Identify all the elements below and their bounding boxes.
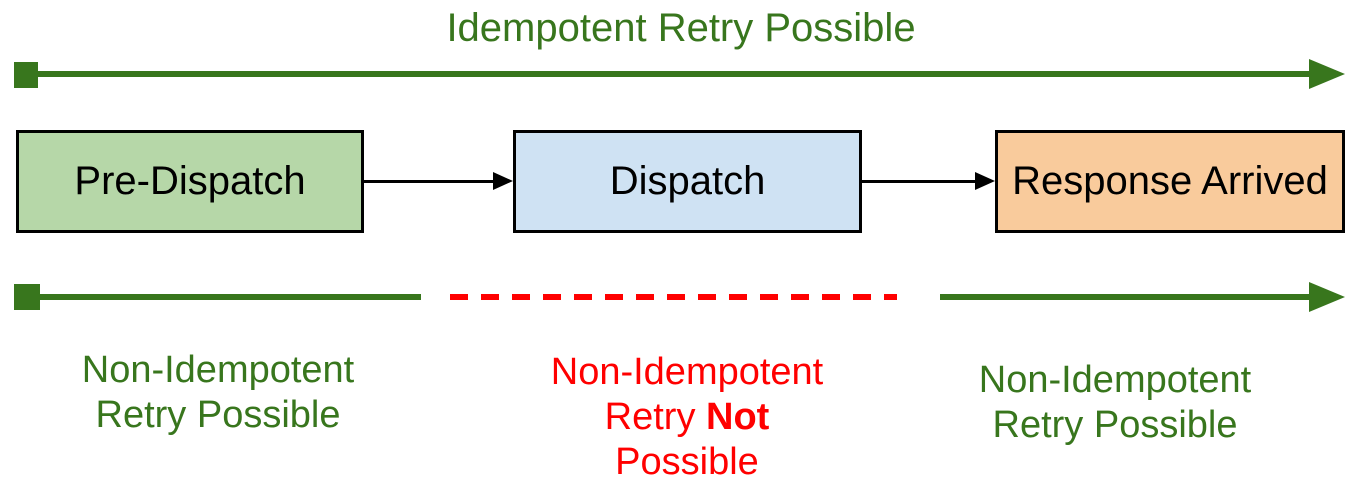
label-mid-line2-prefix: Retry: [604, 396, 707, 438]
bottom-timeline-red-dashed-segment: [450, 294, 897, 300]
label-left-line2: Retry Possible: [95, 394, 341, 436]
bottom-timeline-arrowhead-icon: [1309, 282, 1345, 312]
label-right-line1: Non-Idempotent: [978, 359, 1252, 401]
top-timeline-arrowhead-icon: [1309, 59, 1345, 89]
connector-arrowhead-2-icon: [975, 172, 995, 190]
stage-box-pre-dispatch: Pre-Dispatch: [16, 130, 364, 233]
label-non-idempotent-middle: Non-Idempotent Retry Not Possible: [497, 350, 877, 485]
label-non-idempotent-right: Non-Idempotent Retry Possible: [925, 358, 1305, 448]
label-non-idempotent-left: Non-Idempotent Retry Possible: [28, 348, 408, 438]
connector-line-1: [364, 180, 497, 183]
stage-label-pre-dispatch: Pre-Dispatch: [74, 159, 306, 203]
label-mid-line2-not: Not: [706, 396, 770, 438]
connector-arrowhead-1-icon: [493, 172, 513, 190]
stage-box-response-arrived: Response Arrived: [995, 130, 1345, 233]
label-right-line2: Retry Possible: [992, 404, 1238, 446]
stage-label-dispatch: Dispatch: [609, 159, 766, 203]
label-left-line1: Non-Idempotent: [81, 349, 355, 391]
stage-box-dispatch: Dispatch: [513, 130, 862, 233]
bottom-timeline-green-segment-left: [14, 294, 421, 300]
label-mid-line3: Possible: [615, 441, 759, 483]
connector-line-2: [862, 180, 977, 183]
label-mid-line2: Retry Not: [497, 395, 877, 440]
stage-label-response-arrived: Response Arrived: [1012, 159, 1328, 203]
diagram-title: Idempotent Retry Possible: [446, 6, 916, 50]
top-timeline-line: [14, 71, 1310, 77]
label-mid-line1: Non-Idempotent: [550, 351, 824, 393]
bottom-timeline-green-segment-right: [940, 294, 1310, 300]
